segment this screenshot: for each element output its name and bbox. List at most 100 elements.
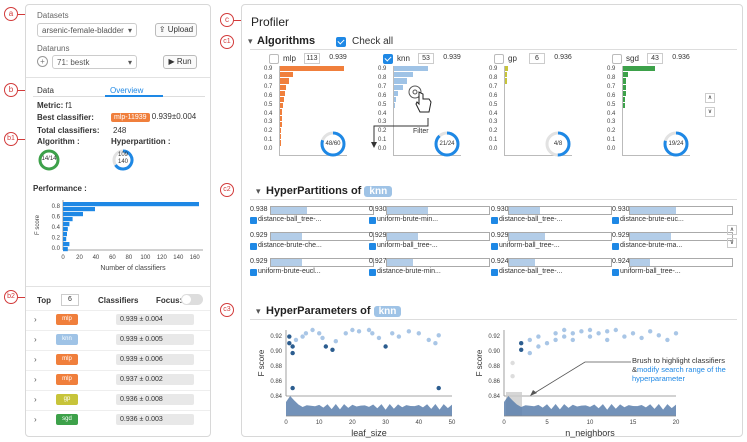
hp-scroll-up-button[interactable]: ∧ — [727, 225, 737, 235]
algorithm-histogram — [279, 66, 347, 156]
data-point — [433, 341, 438, 346]
brush-note-line-1: Brush to highlight classifiers — [632, 356, 725, 365]
hyperpartitions-title-text: HyperPartitions of — [266, 185, 362, 197]
best-classifier-badge[interactable]: mlp-11939 0.939±0.004 — [111, 112, 196, 122]
chevron-right-icon[interactable]: › — [34, 335, 37, 344]
hyperpartition-label: distance-ball_tree-... — [499, 216, 563, 223]
histogram-bar — [394, 72, 414, 78]
data-point — [519, 347, 524, 352]
hyperpartition-bar — [629, 232, 733, 241]
chevron-right-icon[interactable]: › — [34, 355, 37, 364]
chevron-right-icon[interactable]: › — [34, 375, 37, 384]
chevron-right-icon[interactable]: › — [34, 315, 37, 324]
algorithm-histogram — [393, 66, 461, 156]
algorithm-checkbox[interactable] — [612, 54, 622, 64]
y-tick-label: 0.84 — [488, 394, 500, 400]
add-datarun-icon[interactable]: + — [37, 56, 48, 67]
hyperpartition-bar-fill — [387, 259, 413, 266]
histogram-bar — [505, 72, 508, 78]
hyperpartition-checkbox[interactable] — [369, 269, 376, 276]
hyperpartition-checkbox[interactable] — [369, 217, 376, 224]
y-tick-label: 0.9 — [378, 66, 387, 72]
y-tick-label: 0.92 — [270, 334, 282, 340]
top-count-input[interactable]: 6 — [61, 294, 79, 306]
hyperpartition-checkbox[interactable] — [612, 243, 619, 250]
hp-scroll-down-button[interactable]: ∨ — [727, 238, 737, 248]
hyperpartition-checkbox[interactable] — [250, 243, 257, 250]
histogram-bar — [623, 66, 655, 72]
y-tick-label: 0.2 — [264, 128, 273, 135]
algorithm-ring-label: 14/14 — [41, 156, 57, 162]
datarun-select[interactable]: 71: bestk ▾ — [52, 55, 137, 69]
histogram-bar — [623, 103, 626, 109]
y-tick-label: 0.6 — [264, 92, 273, 99]
upload-button[interactable]: ⇪ Upload — [155, 23, 197, 37]
data-point — [383, 344, 388, 349]
x-tick-label: 120 — [157, 255, 168, 261]
hyperpartition-label: uniform-ball_tree-... — [377, 242, 438, 249]
hyperparameters-collapse-icon[interactable]: ▾ — [256, 306, 261, 316]
run-button[interactable]: ▶ Run — [163, 55, 197, 69]
hyperpartition-label: distance-ball_tree-... — [258, 216, 322, 223]
annotation-c3: c3 — [220, 303, 234, 317]
hyperpartition-checkbox[interactable] — [250, 269, 257, 276]
chevron-right-icon[interactable]: › — [34, 395, 37, 404]
scroll-down-button[interactable]: ∨ — [705, 107, 715, 117]
y-tick-label: 0.5 — [607, 101, 616, 108]
data-point — [639, 335, 644, 341]
y-tick-label: 0.0 — [607, 146, 616, 153]
algorithms-collapse-icon[interactable]: ▾ — [248, 36, 253, 46]
data-point — [370, 331, 375, 336]
algorithm-checkbox[interactable] — [494, 54, 504, 64]
dataset-select[interactable]: arsenic-female-bladder ▾ — [37, 23, 137, 37]
tab-overview[interactable]: Overview — [110, 86, 144, 95]
datarun-select-value: 71: bestk — [57, 58, 90, 67]
y-tick-label: 0.6 — [489, 92, 498, 99]
hyperpartition-checkbox[interactable] — [491, 243, 498, 250]
data-point — [630, 331, 636, 336]
hyperpartition-checkbox[interactable] — [491, 269, 498, 276]
hyperpartition-checkbox[interactable] — [250, 217, 257, 224]
hyperpartitions-collapse-icon[interactable]: ▾ — [256, 186, 261, 196]
y-tick-label: 0.4 — [607, 110, 616, 117]
hyperpartition-checkbox[interactable] — [369, 243, 376, 250]
data-point — [553, 331, 558, 336]
x-tick-label: 20 — [673, 420, 680, 426]
chevron-right-icon[interactable]: › — [34, 415, 37, 424]
data-point — [622, 334, 627, 339]
data-point — [376, 335, 382, 341]
focus-toggle[interactable] — [181, 294, 203, 305]
check-all-checkbox[interactable] — [336, 37, 346, 47]
algorithm-checkbox-checked[interactable] — [383, 54, 393, 64]
tab-data[interactable]: Data — [37, 86, 54, 95]
hyperpartition-checkbox[interactable] — [612, 217, 619, 224]
algorithm-progress-ring — [434, 131, 460, 157]
hyperpartition-checkbox[interactable] — [612, 269, 619, 276]
scroll-up-button[interactable]: ∧ — [705, 93, 715, 103]
algorithm-checkbox[interactable] — [269, 54, 279, 64]
hyperpartition-checkbox[interactable] — [491, 217, 498, 224]
data-point — [553, 337, 558, 343]
y-tick-label: 0.3 — [607, 119, 616, 126]
hyperpartition-label: uniform-ball_tree-... — [620, 268, 681, 275]
